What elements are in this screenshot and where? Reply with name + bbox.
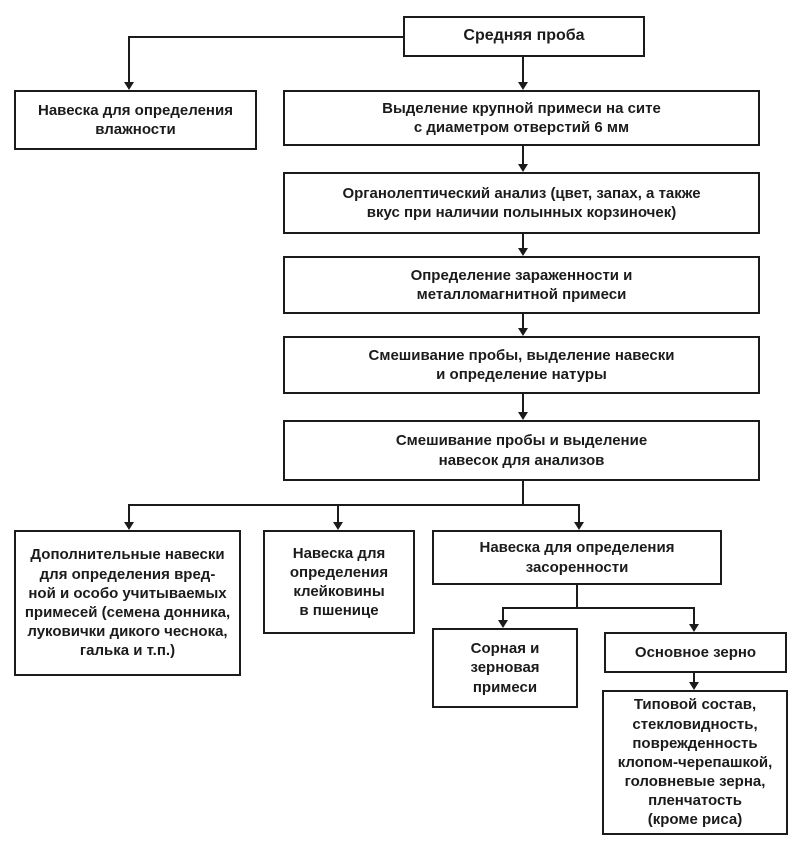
edge-split-stem — [522, 481, 524, 506]
node-gluten: Навеска для определения клейковины в пше… — [263, 530, 415, 634]
node-moisture: Навеска для определения влажности — [14, 90, 257, 150]
edge-infestation-to-mixing-nature — [522, 314, 524, 329]
node-infestation: Определение зараженности и металломагнит… — [283, 256, 760, 314]
arrowhead-mixing-nature — [518, 328, 528, 336]
edge-organoleptic-to-infestation — [522, 234, 524, 249]
arrowhead-infestation — [518, 248, 528, 256]
node-main-grain: Основное зерно — [604, 632, 787, 673]
edge-average-to-moisture-h — [129, 36, 403, 38]
edge-to-main-grain — [693, 607, 695, 625]
node-average-sample: Средняя проба — [403, 16, 645, 57]
node-sieve: Выделение крупной примеси на сите с диам… — [283, 90, 760, 146]
arrowhead-moisture — [124, 82, 134, 90]
arrowhead-weed-grain — [498, 620, 508, 628]
edge-average-to-sieve — [522, 57, 524, 83]
node-weed-grain-impurities: Сорная и зерновая примеси — [432, 628, 578, 708]
node-contamination: Навеска для определения засоренности — [432, 530, 722, 585]
node-mixing-nature: Смешивание пробы, выделение навески и оп… — [283, 336, 760, 394]
node-organoleptic: Органолептический анализ (цвет, запах, а… — [283, 172, 760, 234]
arrowhead-organoleptic — [518, 164, 528, 172]
arrowhead-mixing-portions — [518, 412, 528, 420]
edge-split-rail — [128, 504, 580, 506]
arrowhead-sieve — [518, 82, 528, 90]
edge-average-to-moisture-v — [128, 36, 130, 83]
edge-split-to-contamination — [578, 504, 580, 523]
node-mixing-portions: Смешивание пробы и выделение навесок для… — [283, 420, 760, 481]
node-additional-portions: Дополнительные навески для определения в… — [14, 530, 241, 676]
edge-main-grain-to-typical — [693, 673, 695, 683]
edge-sieve-to-organoleptic — [522, 146, 524, 165]
arrowhead-typical — [689, 682, 699, 690]
arrowhead-contamination — [574, 522, 584, 530]
edge-split-to-additional — [128, 504, 130, 523]
edge-contamination-rail — [502, 607, 695, 609]
arrowhead-gluten — [333, 522, 343, 530]
node-typical-composition: Типовой состав, стекловидность, поврежде… — [602, 690, 788, 835]
arrowhead-additional — [124, 522, 134, 530]
edge-split-to-gluten — [337, 504, 339, 523]
edge-mixing-nature-to-mixing-portions — [522, 394, 524, 413]
edge-contamination-stem — [576, 585, 578, 609]
arrowhead-main-grain — [689, 624, 699, 632]
edge-to-weed-grain — [502, 607, 504, 621]
